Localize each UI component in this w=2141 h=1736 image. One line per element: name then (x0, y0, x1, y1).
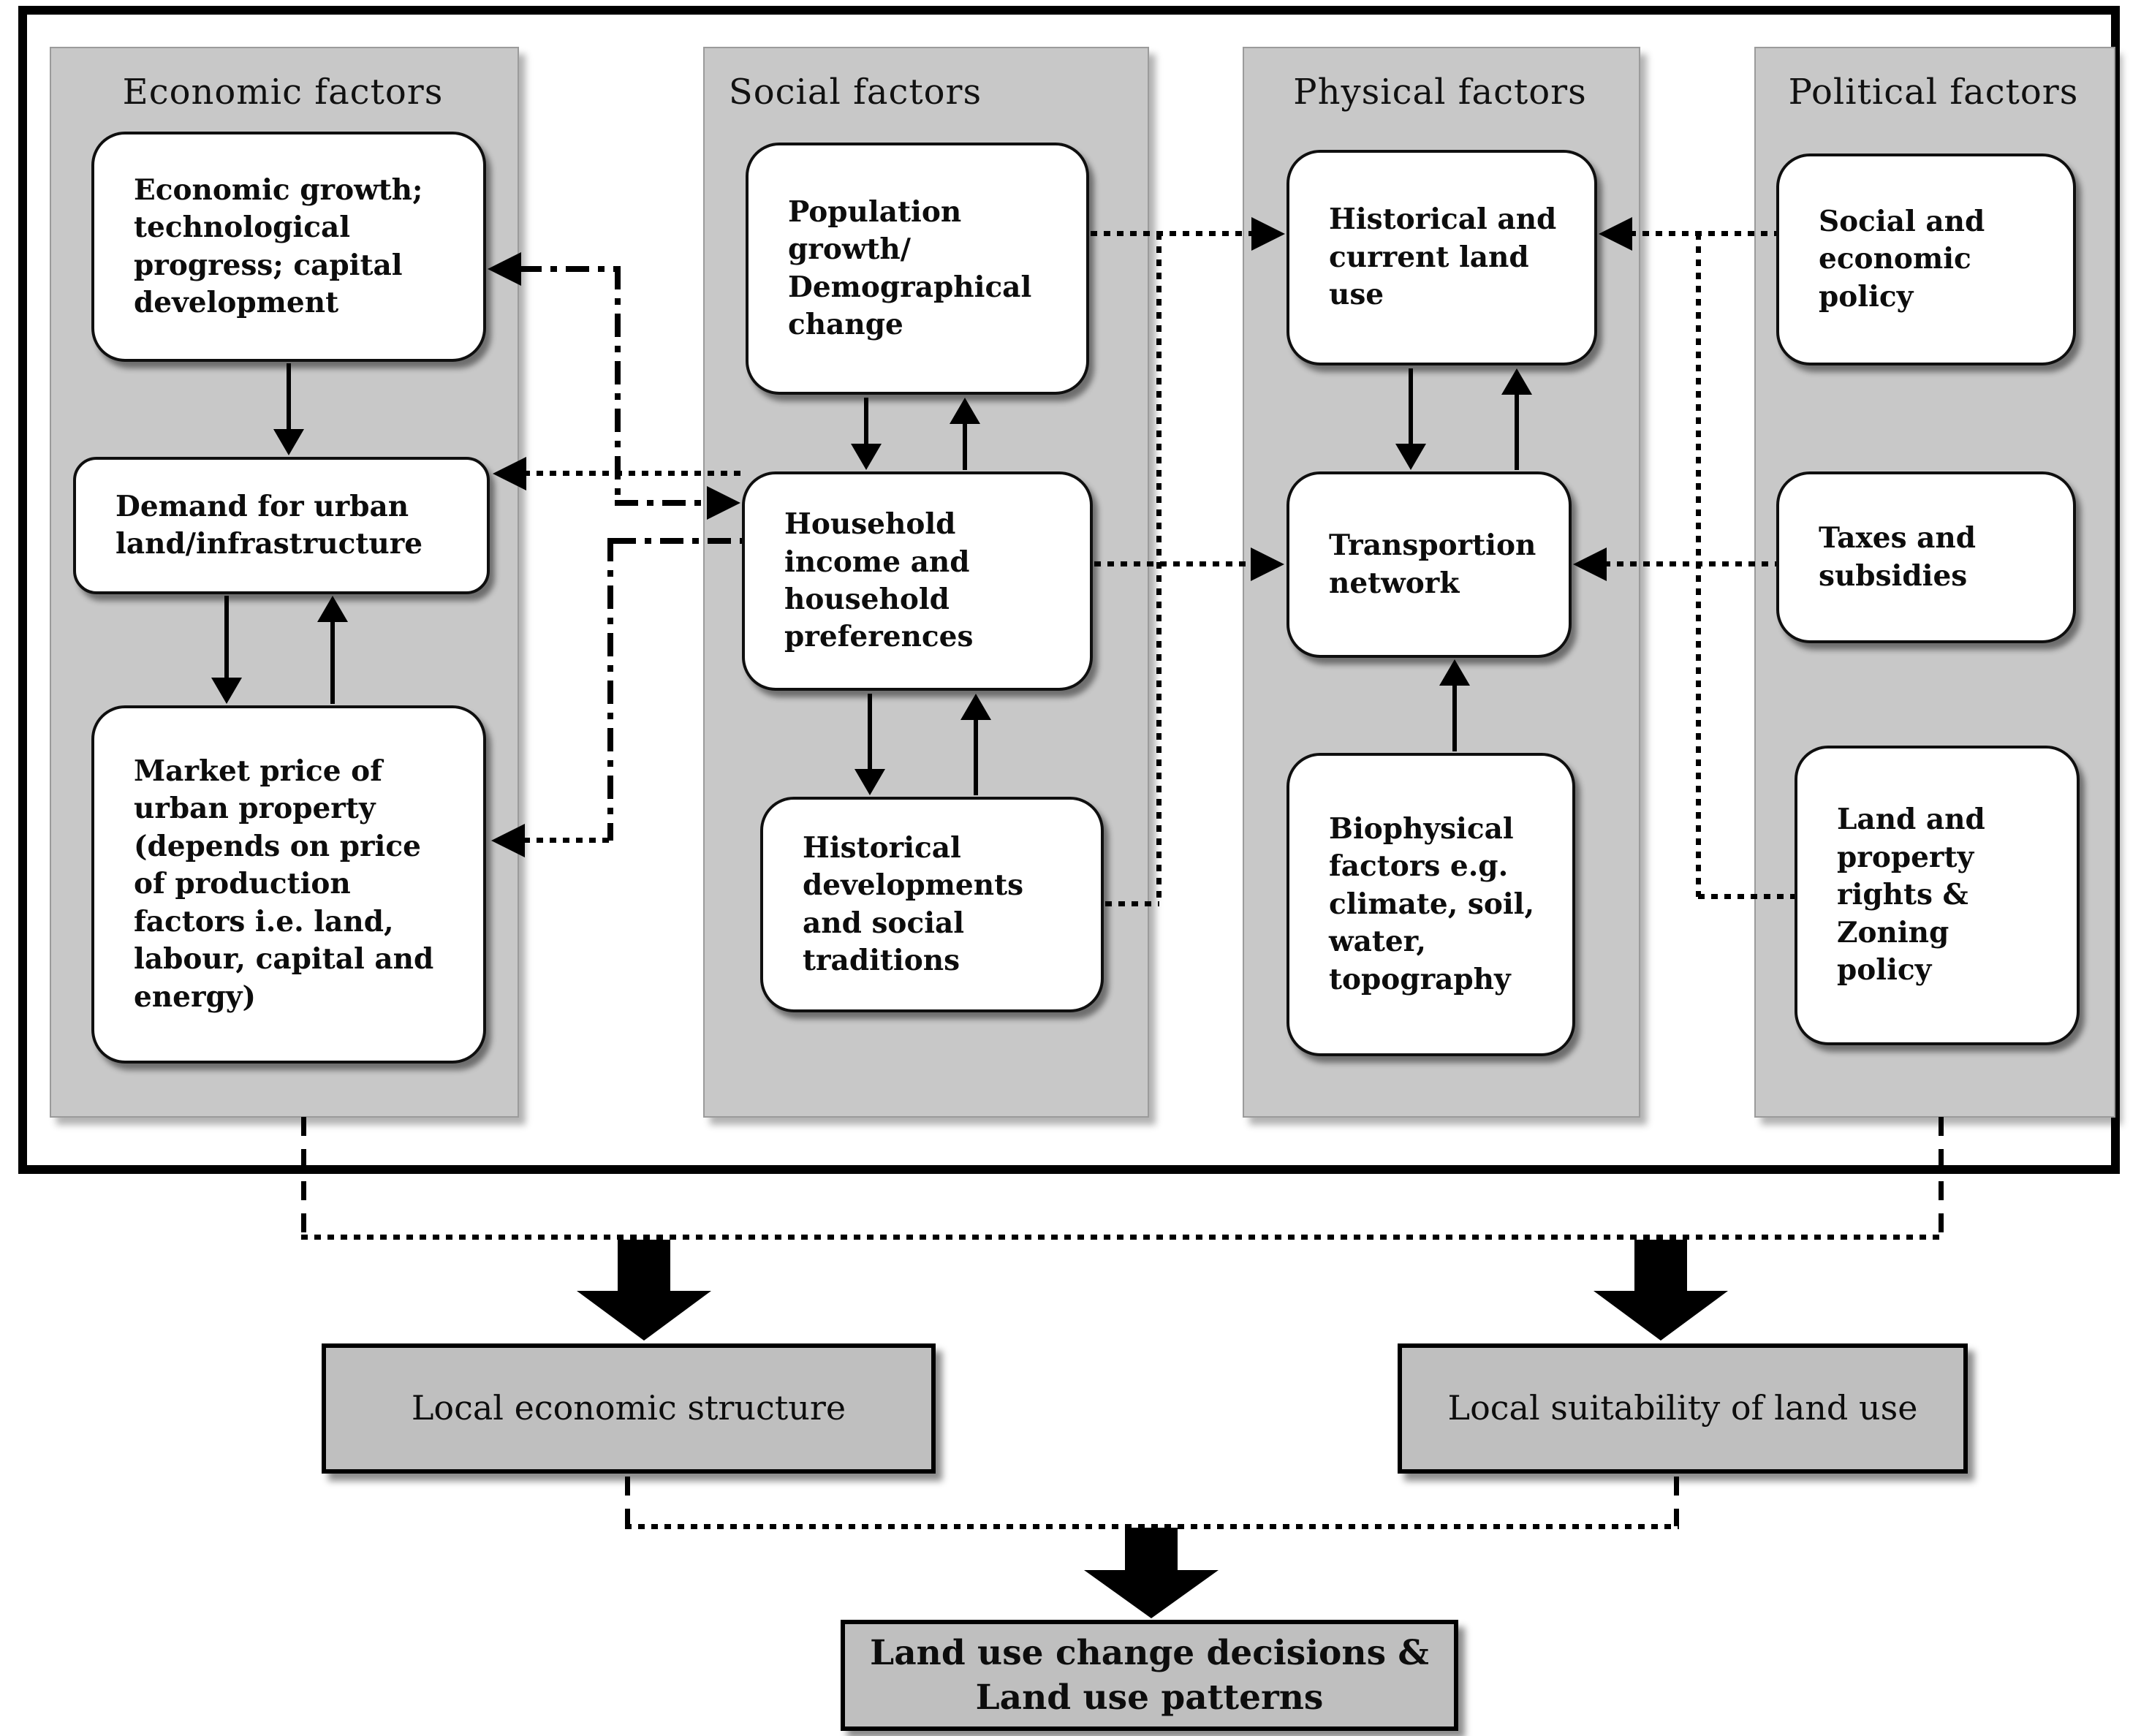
box-taxes-subsidies: Taxes and subsidies (1776, 471, 2076, 643)
box-historical-developments: Historical developments and social tradi… (760, 797, 1104, 1012)
box-demand-urban-land: Demand for urban land/infrastructure (73, 457, 490, 594)
drop-line-local-suitability (1674, 1477, 1679, 1526)
box-social-economic-policy: Social and economic policy (1776, 153, 2076, 365)
drop-line-economic (301, 1117, 306, 1237)
box-historical-current-land-use: Historical and current land use (1287, 150, 1597, 365)
dotted-rail-bottom (625, 1524, 1679, 1529)
box-household-income: Household income and household preferenc… (742, 471, 1093, 691)
panel-title-political: Political factors (1788, 72, 2079, 113)
drop-line-political (1939, 1117, 1944, 1237)
dotted-rail-top (301, 1235, 1944, 1240)
box-land-property-rights: Land and property rights & Zoning policy (1795, 746, 2080, 1045)
box-market-price: Market price of urban property (depends … (91, 705, 486, 1064)
panel-title-social: Social factors (728, 72, 982, 113)
output-box-land-use-change: Land use change decisions & Land use pat… (841, 1620, 1458, 1731)
panel-title-physical: Physical factors (1293, 72, 1587, 113)
box-transportation-network: Transportion network (1287, 471, 1572, 658)
box-economic-growth: Economic growth; technological progress;… (91, 132, 486, 362)
box-population-growth: Population growth/ Demographical change (746, 143, 1089, 395)
output-box-local-suitability: Local suitability of land use (1398, 1343, 1968, 1474)
panel-title-economic: Economic factors (122, 72, 444, 113)
drop-line-local-economic (625, 1477, 630, 1526)
output-box-local-economic-structure: Local economic structure (322, 1343, 936, 1474)
box-biophysical-factors: Biophysical factors e.g. climate, soil, … (1287, 753, 1575, 1056)
